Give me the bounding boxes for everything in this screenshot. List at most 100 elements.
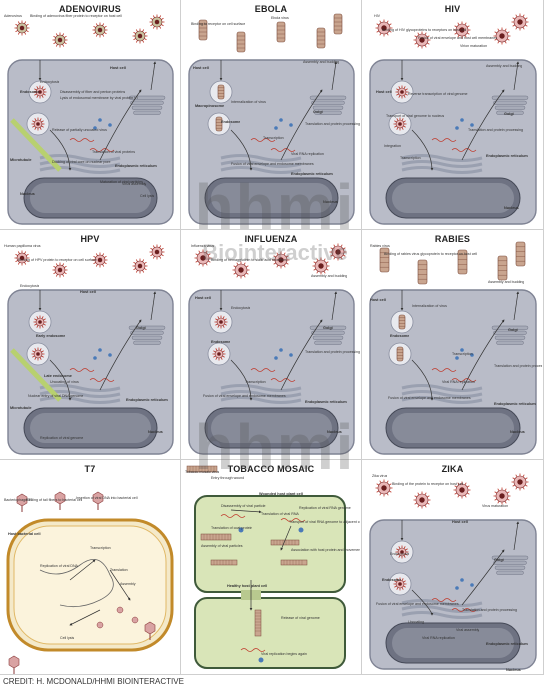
adenovirus-arrow-to-nucleus: [49, 129, 72, 171]
hpv-illustration: [7, 244, 174, 455]
hiv-ribosome-2: [455, 126, 459, 130]
rabies-arrow-budding: [513, 291, 520, 321]
adenovirus-label-4: Endocytosis: [40, 80, 60, 84]
t7-capsid-0: [116, 606, 124, 614]
hpv-label-0: Human papilloma virus: [4, 244, 41, 248]
influenza-label-8: Golgi: [323, 326, 333, 330]
panel-title-zika: ZIKA: [441, 464, 464, 474]
hpv-label-10: Endoplasmic reticulum: [126, 398, 168, 402]
hpv-nucleus: [23, 407, 158, 449]
hpv-label-5: Late endosome: [44, 374, 72, 378]
hpv-label-6: Uncoating of virus: [50, 380, 79, 384]
hpv-label-3: Endocytosis: [20, 284, 40, 288]
adenovirus-label-0: Adenovirus: [4, 14, 22, 18]
adenovirus-label-5: Disassembly of fiber and penton proteins: [60, 90, 126, 94]
hiv-virion-3: [493, 27, 511, 45]
zika-label-3: Virus maturation: [482, 504, 509, 508]
ebola-arrow-to-golgi: [280, 89, 323, 161]
tmv-rod-3: [210, 559, 238, 566]
hiv-label-10: Transcription: [400, 156, 421, 160]
adenovirus-ribosome-1: [108, 123, 112, 127]
hiv-label-1: Binding of HIV glycoproteins to receptor…: [382, 28, 467, 32]
adenovirus-label-6: Lysis of endosomal membrane by viral pro…: [60, 96, 138, 100]
tmv-rod-1: [200, 533, 232, 541]
adenovirus-rna-2: [89, 148, 115, 152]
ebola-label-3: Internalization of virus: [231, 100, 266, 104]
ebola-label-12: Endoplasmic reticulum: [291, 172, 333, 176]
panel-title-ebola: EBOLA: [254, 4, 288, 14]
t7-label-0: Bacteriophage T7: [4, 498, 33, 502]
zika-label-9: Viral RNA replication: [422, 636, 455, 640]
ebola-label-4: Macropinosome: [195, 104, 225, 108]
influenza-virion-0: [194, 249, 212, 267]
zika-virion-0: [375, 479, 393, 497]
influenza-ribosome-0: [279, 348, 283, 352]
rabies-golgi: [491, 325, 529, 345]
adenovirus-rna-1: [69, 138, 95, 142]
zika-virion-3: [493, 487, 511, 505]
influenza-label-0: Influenza virus: [191, 244, 215, 248]
tobacco-mosaic-label-10: Healthy host plant cell: [227, 584, 268, 588]
influenza-virion-1: [232, 261, 250, 279]
hiv-label-6: Reverse transcription of viral genome: [408, 92, 468, 96]
ebola-label-8: Viral RNA replication: [291, 152, 324, 156]
hiv-label-9: Integration: [384, 144, 401, 148]
influenza-ribosome-1: [289, 353, 293, 357]
zika-label-12: Endoplasmic reticulum: [486, 642, 528, 646]
zika-virion-1: [413, 491, 431, 509]
panel-title-tobacco-mosaic: TOBACCO MOSAIC: [227, 464, 315, 474]
influenza-endosome-virion-1: [212, 347, 226, 361]
influenza-virion-2: [272, 251, 290, 269]
t7-illustration: [6, 491, 174, 674]
adenovirus-virion-0: [14, 20, 30, 36]
t7-label-7: Assembly: [120, 582, 136, 586]
hpv-ribosome-2: [93, 356, 97, 360]
zika-endosome-virion-0: [395, 545, 409, 559]
hiv-arrow-budding: [513, 61, 520, 91]
adenovirus-endosome-virion-0: [33, 85, 47, 99]
ebola-ribosome-1: [289, 123, 293, 127]
influenza-endoplasmic-reticulum: [220, 384, 302, 404]
tmv-wounded-cell: [194, 495, 346, 593]
rabies-ribosome-1: [470, 353, 474, 357]
phage-t7-2: [92, 491, 104, 510]
ebola-nucleus: [204, 177, 339, 219]
hpv-rna-1: [69, 368, 95, 372]
ebola-golgi: [309, 95, 347, 115]
zika-label-2: Host cell: [452, 520, 468, 524]
hpv-label-4: Early endosome: [36, 334, 66, 338]
t7-label-3: Host bacterial cell: [8, 532, 41, 536]
ebola-rna-2: [270, 148, 296, 152]
influenza-label-10: Nucleus: [327, 430, 342, 434]
ebola-virion-1: [236, 31, 246, 53]
adenovirus-label-8: Microtubule: [10, 158, 32, 162]
hiv-label-11: Endoplasmic reticulum: [486, 154, 528, 158]
zika-rna-1: [431, 598, 457, 602]
rabies-label-6: Transcription: [452, 352, 473, 356]
ebola-label-7: Transcription: [263, 136, 284, 140]
ebola-label-6: Fusion of viral envelope and endosome me…: [231, 162, 314, 166]
tobacco-mosaic-label-11: Release of viral genome: [281, 616, 320, 620]
influenza-label-9: Endoplasmic reticulum: [305, 400, 347, 404]
zika-ribosome-0: [460, 578, 464, 582]
hiv-label-12: Golgi: [504, 112, 514, 116]
ebola-virion-2: [276, 21, 286, 43]
phage-t7-4: [8, 655, 20, 674]
influenza-label-11: Assembly and budding: [311, 274, 348, 278]
hiv-arrow-to-golgi: [461, 89, 505, 161]
tmv-rod-0: [186, 465, 218, 473]
zika-label-5: Endosome: [382, 578, 402, 582]
hiv-label-4: Assembly and budding: [486, 64, 523, 68]
influenza-label-4: Endosome: [211, 340, 231, 344]
phage-t7-1: [54, 491, 66, 510]
ebola-label-5: Endosome: [221, 120, 241, 124]
panel-title-rabies: RABIES: [434, 234, 471, 244]
tobacco-mosaic-illustration: [186, 465, 346, 669]
ebola-label-13: Nucleus: [323, 200, 338, 204]
hpv-endosome-virion-0: [33, 315, 47, 329]
